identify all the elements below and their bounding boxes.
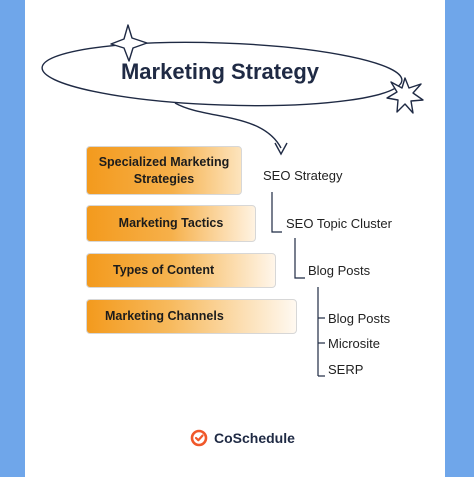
- level-label: Types of Content: [113, 263, 215, 278]
- star-burst-icon: [386, 77, 424, 114]
- level-box-marketing-tactics: Marketing Tactics: [86, 205, 256, 242]
- example-blog-posts: Blog Posts: [308, 263, 371, 278]
- level-box-marketing-channels: Marketing Channels: [86, 299, 297, 334]
- tree-connector-1: [271, 192, 282, 233]
- title-ellipse: [41, 41, 403, 107]
- channel-serp: SERP: [328, 362, 364, 377]
- tree-connector-2: [294, 238, 305, 279]
- sparkle-icon: [110, 24, 148, 62]
- connector-arrow: [174, 102, 282, 149]
- level-box-specialized-strategies: Specialized Marketing Strategies: [86, 146, 242, 195]
- example-seo-strategy: SEO Strategy: [263, 168, 343, 183]
- example-seo-topic-cluster: SEO Topic Cluster: [286, 216, 392, 231]
- coschedule-logo-icon: [190, 429, 208, 447]
- level-label: Marketing Channels: [105, 309, 224, 324]
- level-box-types-of-content: Types of Content: [86, 253, 276, 288]
- brand-logo: CoSchedule: [190, 428, 295, 448]
- brand-name: CoSchedule: [214, 430, 295, 446]
- arrow-head-icon: [274, 142, 288, 156]
- channel-blog-posts: Blog Posts: [328, 311, 391, 326]
- level-label: Specialized Marketing Strategies: [98, 154, 230, 186]
- level-label: Marketing Tactics: [118, 216, 224, 231]
- diagram-title: Marketing Strategy: [120, 59, 320, 84]
- channel-microsite: Microsite: [328, 336, 381, 351]
